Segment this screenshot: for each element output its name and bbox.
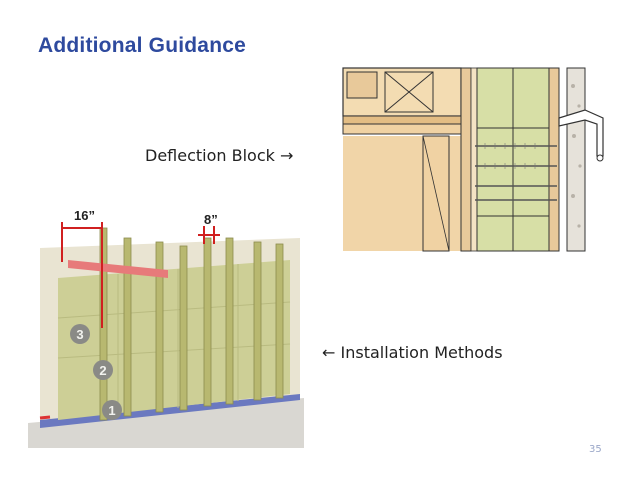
deflection-block-label: Deflection Block →: [145, 146, 294, 165]
deflection-block-detail-image: [335, 66, 617, 254]
svg-text:1: 1: [108, 403, 115, 418]
page-number: 35: [589, 444, 602, 455]
step-2-marker: 2: [93, 360, 113, 380]
dimension-8-label: 8”: [204, 212, 218, 227]
installation-methods-label: ← Installation Methods: [322, 343, 503, 362]
slide-title: Additional Guidance: [38, 34, 246, 57]
installation-wall-image: 16” 8” 3 2 1: [28, 198, 304, 448]
svg-text:3: 3: [76, 327, 83, 342]
svg-text:2: 2: [99, 363, 106, 378]
dimension-16-label: 16”: [74, 208, 95, 223]
step-3-marker: 3: [70, 324, 90, 344]
step-1-marker: 1: [102, 400, 122, 420]
